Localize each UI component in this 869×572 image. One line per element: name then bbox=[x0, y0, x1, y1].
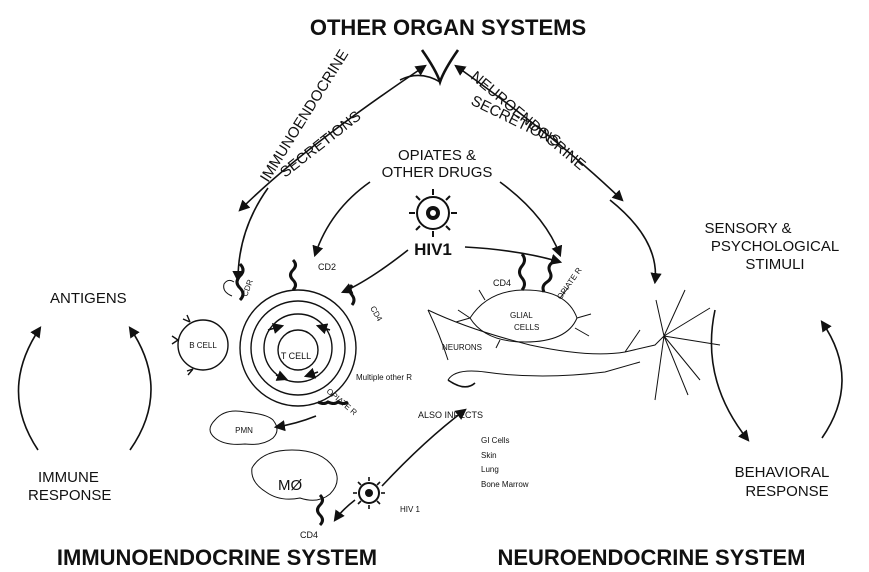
t-cell: T CELL bbox=[240, 290, 356, 406]
arrow-cycle-left-down bbox=[18, 328, 40, 450]
label-glial-cells: CELLS bbox=[514, 323, 539, 332]
label-sensory: SENSORY & bbox=[705, 220, 792, 237]
label-psychological: PSYCHOLOGICAL bbox=[711, 238, 839, 255]
label-opiates-line1: OPIATES & bbox=[398, 147, 476, 164]
label-cd4-glial: CD4 bbox=[493, 278, 511, 288]
also-infects-item: Lung bbox=[481, 465, 499, 474]
arrow-cycle-right-up bbox=[822, 322, 842, 438]
label-hiv1: HIV1 bbox=[414, 240, 452, 259]
label-neurons: NEURONS bbox=[442, 343, 482, 352]
also-infects-item: Bone Marrow bbox=[481, 480, 529, 489]
opiate-receptor-glial-icon bbox=[543, 262, 553, 292]
label-opiates-line2: OTHER DRUGS bbox=[382, 164, 493, 181]
label-also-infects: ALSO INFECTS bbox=[418, 410, 483, 420]
macrophage-cell: MØ bbox=[252, 450, 337, 500]
arrow-drugs-to-neuro bbox=[500, 182, 560, 255]
glial-cells: GLIAL CELLS bbox=[456, 288, 591, 348]
also-infects-item: GI Cells bbox=[481, 436, 509, 445]
label-glial: GLIAL bbox=[510, 311, 533, 320]
label-opiate-r-glial: OPIATE R bbox=[555, 266, 584, 301]
label-immune: IMMUNE bbox=[38, 469, 99, 486]
arrow-cycle-right-down bbox=[711, 310, 748, 440]
b-cell: B CELL bbox=[172, 315, 228, 375]
arrow-neuron-to-synapse bbox=[448, 380, 475, 387]
arrow-hiv-to-neuro bbox=[465, 247, 560, 262]
arrow-to-pmn bbox=[276, 416, 316, 427]
pmn-cell: PMN bbox=[210, 411, 277, 444]
label-behavioral-response: RESPONSE bbox=[745, 483, 828, 500]
label-cd4-tcell: CD4 bbox=[368, 305, 384, 324]
label-cdr: CDR bbox=[240, 278, 254, 298]
label-behavioral: BEHAVIORAL bbox=[735, 464, 830, 481]
arrow-hiv-to-macrophage bbox=[335, 500, 355, 520]
hiv1-virus-icon bbox=[409, 189, 457, 237]
label-multiple-other-r: Multiple other R bbox=[356, 373, 412, 382]
arrow-cycle-left-up bbox=[130, 328, 151, 450]
label-b-cell: B CELL bbox=[189, 341, 217, 350]
cd2-receptor-icon bbox=[291, 260, 296, 290]
label-pmn: PMN bbox=[235, 426, 253, 435]
label-cd2: CD2 bbox=[318, 262, 336, 272]
arrow-hiv-to-neurons bbox=[382, 410, 465, 486]
also-infects-item: Skin bbox=[481, 451, 497, 460]
cdr-loop-icon bbox=[224, 280, 234, 296]
cd4-glial-receptor-icon bbox=[520, 254, 525, 290]
arrow-neuroendocrine-inner bbox=[610, 200, 655, 282]
label-t-cell: T CELL bbox=[281, 351, 311, 361]
label-hiv1-small: HIV 1 bbox=[400, 505, 421, 514]
hiv1-small-virus-icon bbox=[353, 477, 385, 509]
label-stimuli: STIMULI bbox=[745, 256, 804, 273]
label-macrophage: MØ bbox=[278, 477, 302, 494]
label-immune-response: RESPONSE bbox=[28, 487, 111, 504]
label-antigens: ANTIGENS bbox=[50, 290, 127, 307]
neuron-cell: NEURONS bbox=[428, 290, 720, 400]
title-other-organ-systems: OTHER ORGAN SYSTEMS bbox=[310, 15, 586, 40]
label-cd4-macrophage: CD4 bbox=[300, 530, 318, 540]
arrow-drugs-to-tcell bbox=[315, 182, 370, 255]
